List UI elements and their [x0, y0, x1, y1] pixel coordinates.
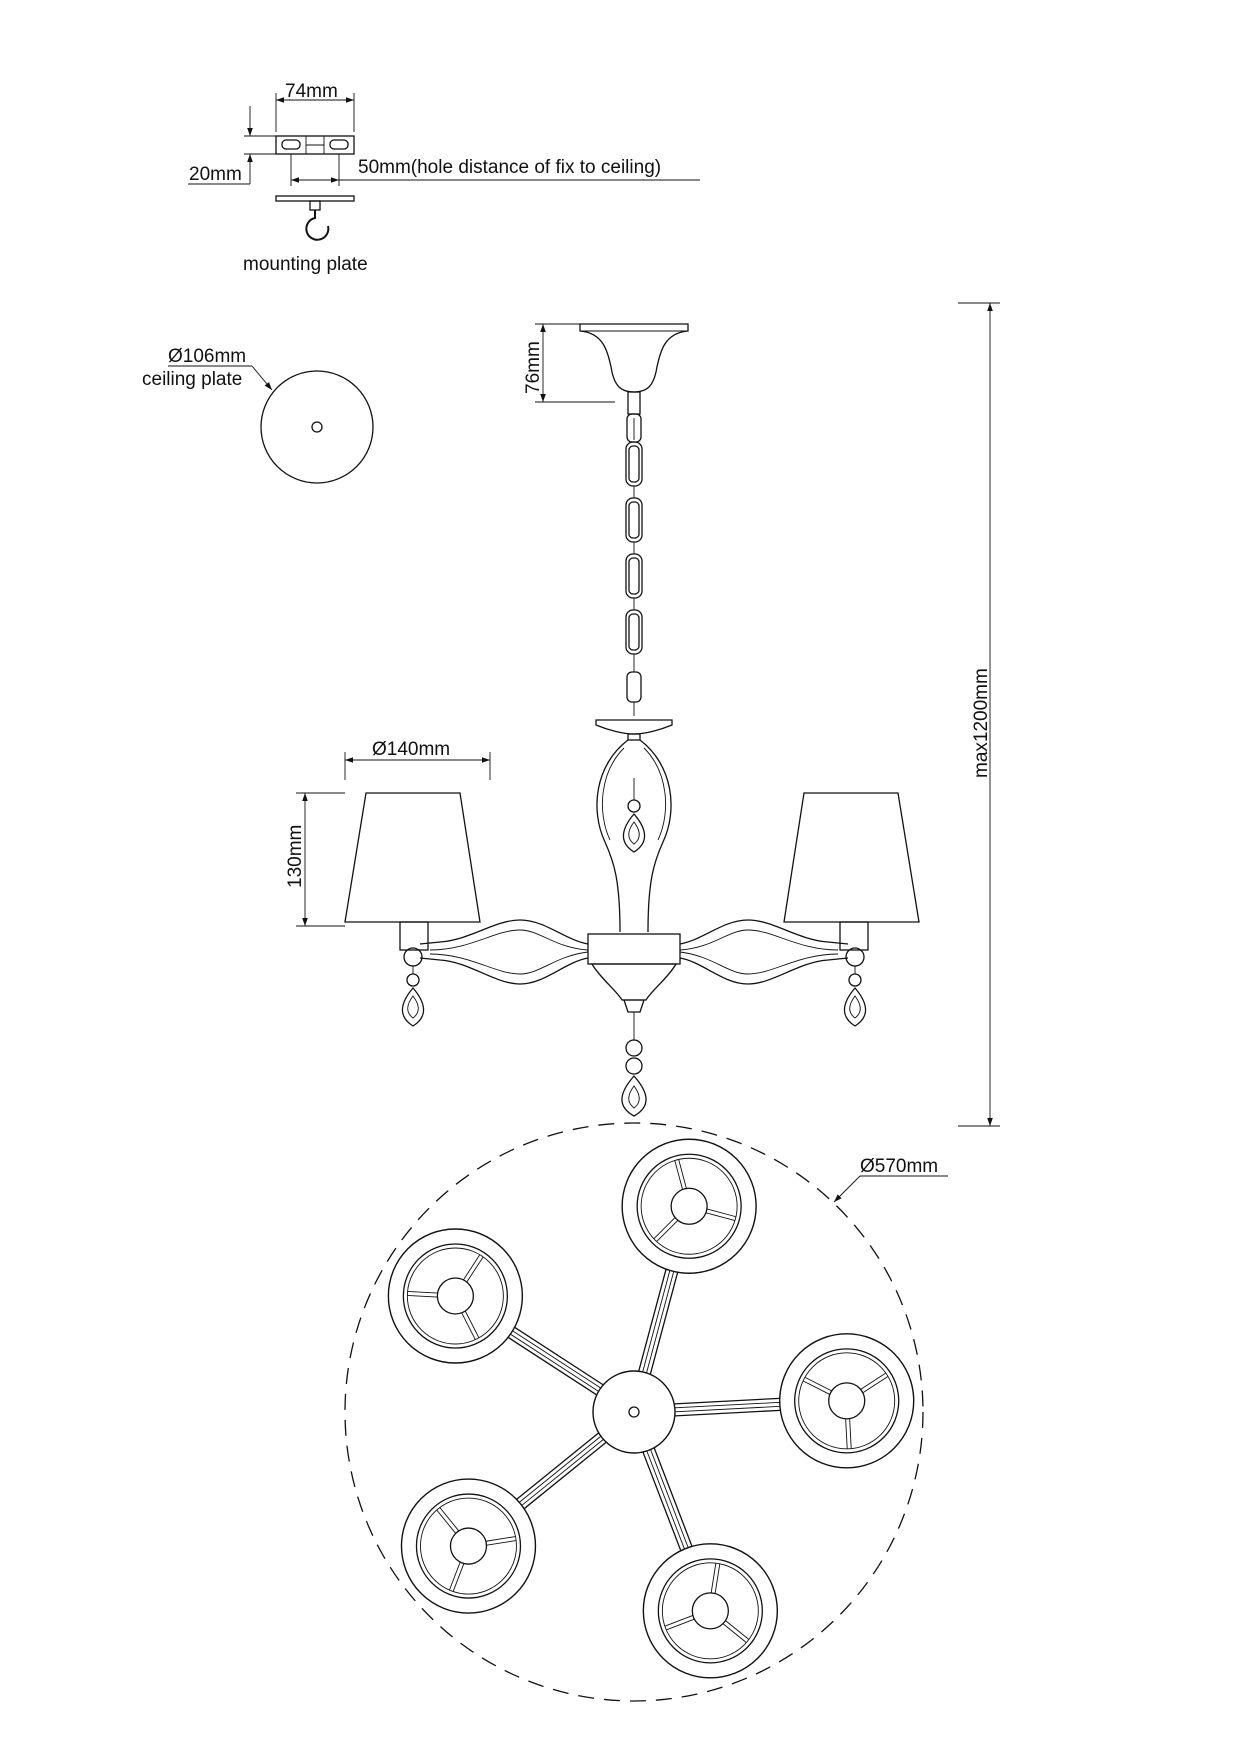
arm-line: [520, 1441, 607, 1513]
shade-spoke: [849, 1418, 852, 1449]
shade-spoke: [678, 1159, 687, 1189]
shade-inner-ring: [657, 1558, 763, 1664]
arm-line: [517, 1439, 604, 1509]
shade-inner-ring: [402, 1243, 509, 1349]
shade-inner-ring: [636, 1153, 742, 1259]
shade-spoke: [860, 1372, 887, 1390]
arm-line: [508, 1327, 601, 1389]
top-view-arms: [503, 1264, 786, 1556]
shade-top-1: [621, 1138, 757, 1274]
bulb-holder: [828, 1382, 866, 1420]
shade-spoke: [439, 1507, 460, 1532]
shade-spoke: [407, 1291, 438, 1294]
shade-outer-ring: [387, 1228, 524, 1364]
shade-rim: [420, 1497, 517, 1595]
shade-spoke: [466, 1256, 484, 1283]
shade-spoke: [486, 1540, 517, 1546]
shade-spoke: [710, 1563, 717, 1593]
bulb-holder: [670, 1187, 708, 1225]
shade-spoke: [653, 1217, 676, 1240]
arm-line: [650, 1449, 691, 1553]
bulb-holder: [691, 1592, 729, 1630]
top-view-hub: [592, 1370, 676, 1454]
shade-spoke: [448, 1561, 461, 1591]
ceiling-plate-diameter-label: Ø106mm: [168, 346, 246, 367]
shade-spoke: [464, 1310, 480, 1339]
total-height-label: max1200mm: [971, 668, 992, 778]
shade-spoke: [666, 1618, 695, 1631]
arm-line: [642, 1452, 684, 1556]
bulb-holder: [449, 1527, 488, 1565]
arm-line: [642, 1265, 672, 1372]
shade-spoke: [485, 1536, 516, 1542]
arm-line: [506, 1331, 599, 1392]
shade-spoke: [725, 1620, 750, 1640]
ceiling-plate-diagram: Ø106mm ceiling plate: [142, 346, 374, 484]
shade-rim: [640, 1157, 738, 1255]
shade-top-4: [400, 1478, 537, 1614]
shade-diameter-label: Ø140mm: [372, 739, 450, 760]
arm-line: [674, 1397, 785, 1405]
shade-outer-ring: [779, 1333, 915, 1469]
shade-top-2: [779, 1333, 915, 1469]
shade-rim: [406, 1247, 504, 1345]
ceiling-plate-caption: ceiling plate: [142, 369, 242, 390]
arm-line: [515, 1435, 602, 1506]
shade-spoke: [705, 1212, 736, 1222]
arm-line: [653, 1447, 695, 1552]
arm-line: [646, 1266, 676, 1374]
canopy-height-label: 76mm: [523, 341, 544, 394]
side-view-diagram: max1200mm 76mm: [285, 302, 1000, 1127]
shade-spoke: [407, 1295, 438, 1298]
shade-spoke: [452, 1563, 465, 1592]
arm-line: [512, 1432, 599, 1503]
shade-spoke: [862, 1376, 889, 1394]
shade-spoke: [845, 1418, 848, 1449]
mounting-plate-caption: mounting plate: [243, 254, 368, 275]
shade-inner-ring: [794, 1348, 900, 1454]
top-view-shades: [387, 1138, 915, 1679]
mounting-plate-diagram: 74mm 20mm 50mm(hole distance of fix to c…: [188, 81, 700, 275]
mounting-plate-width-label: 74mm: [285, 81, 338, 102]
shade-spoke: [436, 1509, 456, 1534]
shade-spoke: [802, 1380, 830, 1395]
shade-spoke: [722, 1623, 747, 1643]
arm-line: [675, 1405, 785, 1413]
arm-line: [646, 1450, 687, 1554]
overall-diameter-circle: [344, 1122, 924, 1702]
shade-top-3: [642, 1543, 779, 1679]
shade-outer-ring: [621, 1138, 757, 1274]
shade-spoke: [656, 1220, 679, 1242]
arm-line: [649, 1267, 680, 1375]
shade-spoke: [714, 1563, 721, 1594]
arm-line: [510, 1324, 604, 1386]
shade-rim: [661, 1562, 759, 1660]
arm-line: [503, 1334, 597, 1396]
top-view-diagram: Ø570mm: [344, 1122, 948, 1702]
shade-top-5: [387, 1228, 524, 1364]
bulb-holder: [436, 1277, 475, 1315]
shade-outer-ring: [642, 1543, 779, 1679]
shade-spoke: [804, 1376, 832, 1392]
shade-outer-ring: [400, 1478, 537, 1614]
shade-height-label: 130mm: [285, 825, 306, 888]
overall-diameter-label: Ø570mm: [860, 1156, 938, 1177]
shade-spoke: [674, 1160, 683, 1190]
shade-spoke: [664, 1615, 693, 1627]
shade-spoke: [463, 1254, 481, 1281]
shade-spoke: [706, 1208, 737, 1218]
arm-line: [675, 1409, 786, 1417]
arm-line: [638, 1264, 668, 1372]
shade-inner-ring: [415, 1493, 522, 1599]
mounting-plate-height-label: 20mm: [189, 164, 242, 185]
hole-distance-label: 50mm(hole distance of fix to ceiling): [358, 157, 661, 178]
shade-rim: [798, 1352, 896, 1450]
shade-spoke: [461, 1312, 476, 1340]
arm-line: [674, 1401, 785, 1409]
